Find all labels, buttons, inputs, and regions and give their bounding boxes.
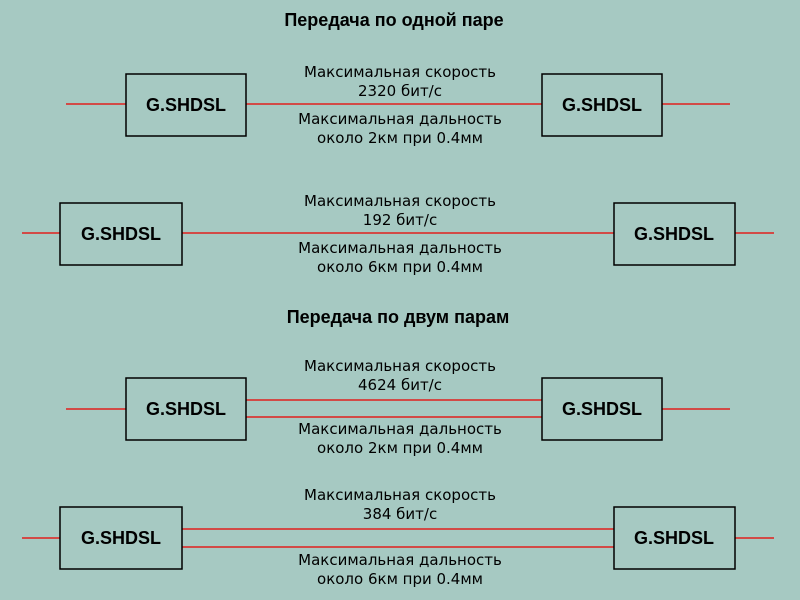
device-right: G.SHDSL	[613, 506, 736, 570]
speed-label: Максимальная скорость	[304, 357, 496, 375]
device-box	[125, 73, 247, 137]
device-box	[59, 506, 183, 570]
device-right: G.SHDSL	[541, 377, 663, 441]
device-label: G.SHDSL	[562, 399, 642, 419]
link-single-pair-2: G.SHDSL G.SHDSL Максимальная скорость 19…	[22, 192, 774, 276]
device-left: G.SHDSL	[59, 506, 183, 570]
device-label: G.SHDSL	[562, 95, 642, 115]
distance-value: около 2км при 0.4мм	[317, 439, 483, 457]
distance-value: около 6км при 0.4мм	[317, 570, 483, 588]
device-label: G.SHDSL	[634, 224, 714, 244]
device-label: G.SHDSL	[634, 528, 714, 548]
speed-label: Максимальная скорость	[304, 63, 496, 81]
device-left: G.SHDSL	[59, 202, 183, 266]
speed-value: 2320 бит/с	[358, 82, 442, 100]
section-title-two-pairs: Передача по двум парам	[287, 307, 510, 327]
speed-label: Максимальная скорость	[304, 486, 496, 504]
device-box	[613, 506, 736, 570]
device-box	[613, 202, 736, 266]
speed-value: 384 бит/с	[363, 505, 437, 523]
section-title-single-pair: Передача по одной паре	[284, 10, 503, 30]
speed-label: Максимальная скорость	[304, 192, 496, 210]
device-left: G.SHDSL	[125, 73, 247, 137]
distance-label: Максимальная дальность	[298, 239, 502, 257]
device-label: G.SHDSL	[146, 399, 226, 419]
link-single-pair-1: G.SHDSL G.SHDSL Максимальная скорость 23…	[66, 63, 730, 147]
distance-label: Максимальная дальность	[298, 551, 502, 569]
distance-value: около 6км при 0.4мм	[317, 258, 483, 276]
device-left: G.SHDSL	[125, 377, 247, 441]
distance-label: Максимальная дальность	[298, 110, 502, 128]
device-label: G.SHDSL	[81, 224, 161, 244]
distance-value: около 2км при 0.4мм	[317, 129, 483, 147]
device-right: G.SHDSL	[613, 202, 736, 266]
device-box	[59, 202, 183, 266]
link-two-pairs-2: G.SHDSL G.SHDSL Максимальная скорость 38…	[22, 486, 774, 588]
device-box	[125, 377, 247, 441]
device-box	[541, 73, 663, 137]
link-two-pairs-1: G.SHDSL G.SHDSL Максимальная скорость 46…	[66, 357, 730, 457]
device-label: G.SHDSL	[81, 528, 161, 548]
speed-value: 4624 бит/с	[358, 376, 442, 394]
distance-label: Максимальная дальность	[298, 420, 502, 438]
device-right: G.SHDSL	[541, 73, 663, 137]
device-box	[541, 377, 663, 441]
speed-value: 192 бит/с	[363, 211, 437, 229]
device-label: G.SHDSL	[146, 95, 226, 115]
